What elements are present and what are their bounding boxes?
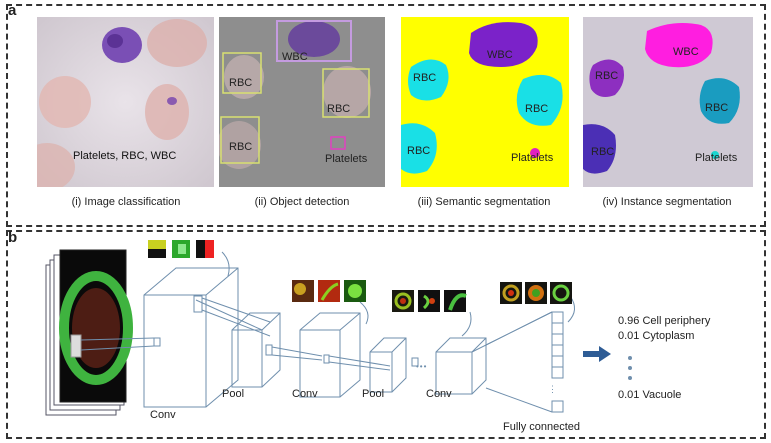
panel-a-letter: a (8, 2, 17, 19)
filter-thumbnails-fc (500, 282, 572, 304)
layer-label-conv-3: Conv (426, 388, 452, 400)
filter-thumbnails-conv3 (392, 290, 467, 312)
instance-label-rbc-1: RBC (595, 70, 619, 82)
filter-thumbnails-conv1 (148, 240, 214, 258)
instance-label-platelets: Platelets (695, 152, 738, 164)
semantic-label-rbc-1: RBC (413, 72, 437, 84)
cnn-architecture-diagram: ⋮ (45, 240, 632, 416)
filter-thumbnails-conv2 (292, 280, 366, 302)
caption-object-detection: (ii) Object detection (254, 196, 350, 208)
semantic-label-wbc: WBC (487, 49, 513, 61)
caption-semantic-segmentation: (iii) Semantic segmentation (417, 196, 551, 208)
pool-ellipsis: ••• (416, 362, 428, 371)
instance-segmentation-image: WBC RBC RBC RBC Platelets (583, 17, 753, 187)
layer-label-pool-2: Pool (362, 388, 385, 400)
layer-label-conv-1: Conv (150, 409, 176, 421)
output-cytoplasm: 0.01 Cytoplasm (618, 330, 695, 342)
layer-label-conv-2: Conv (292, 388, 318, 400)
output-cell-periphery: 0.96 Cell periphery (618, 315, 711, 327)
output-ellipsis-dots (628, 356, 632, 380)
instance-label-rbc-2: RBC (705, 102, 729, 114)
semantic-segmentation-image: WBC RBC RBC RBC Platelets (401, 17, 569, 187)
classification-label: Platelets, RBC, WBC (73, 150, 177, 162)
detection-label-platelets: Platelets (325, 153, 368, 165)
instance-label-rbc-3: RBC (591, 146, 615, 158)
detection-label-rbc-1: RBC (229, 77, 253, 89)
instance-label-wbc: WBC (673, 46, 699, 58)
panel-a-frame (6, 4, 766, 227)
detection-label-rbc-3: RBC (229, 141, 253, 153)
layer-label-pool-1: Pool (222, 388, 245, 400)
semantic-label-rbc-2: RBC (525, 103, 549, 115)
classification-image: Platelets, RBC, WBC (37, 17, 214, 187)
semantic-label-platelets: Platelets (511, 152, 554, 164)
panel-b-frame (6, 230, 766, 439)
detection-label-wbc: WBC (282, 51, 308, 63)
object-detection-image: WBC RBC RBC RBC Platelets (219, 17, 385, 187)
caption-instance-segmentation: (iv) Instance segmentation (602, 196, 732, 208)
detection-label-rbc-2: RBC (327, 103, 351, 115)
panel-b-letter: b (8, 229, 18, 246)
output-vacuole: 0.01 Vacuole (618, 389, 682, 401)
caption-image-classification: (i) Image classification (71, 196, 181, 208)
layer-label-fully-connected: Fully connected (503, 421, 581, 433)
semantic-label-rbc-3: RBC (407, 145, 431, 157)
fc-dots: ⋮ (548, 384, 557, 394)
output-arrow (583, 346, 611, 362)
